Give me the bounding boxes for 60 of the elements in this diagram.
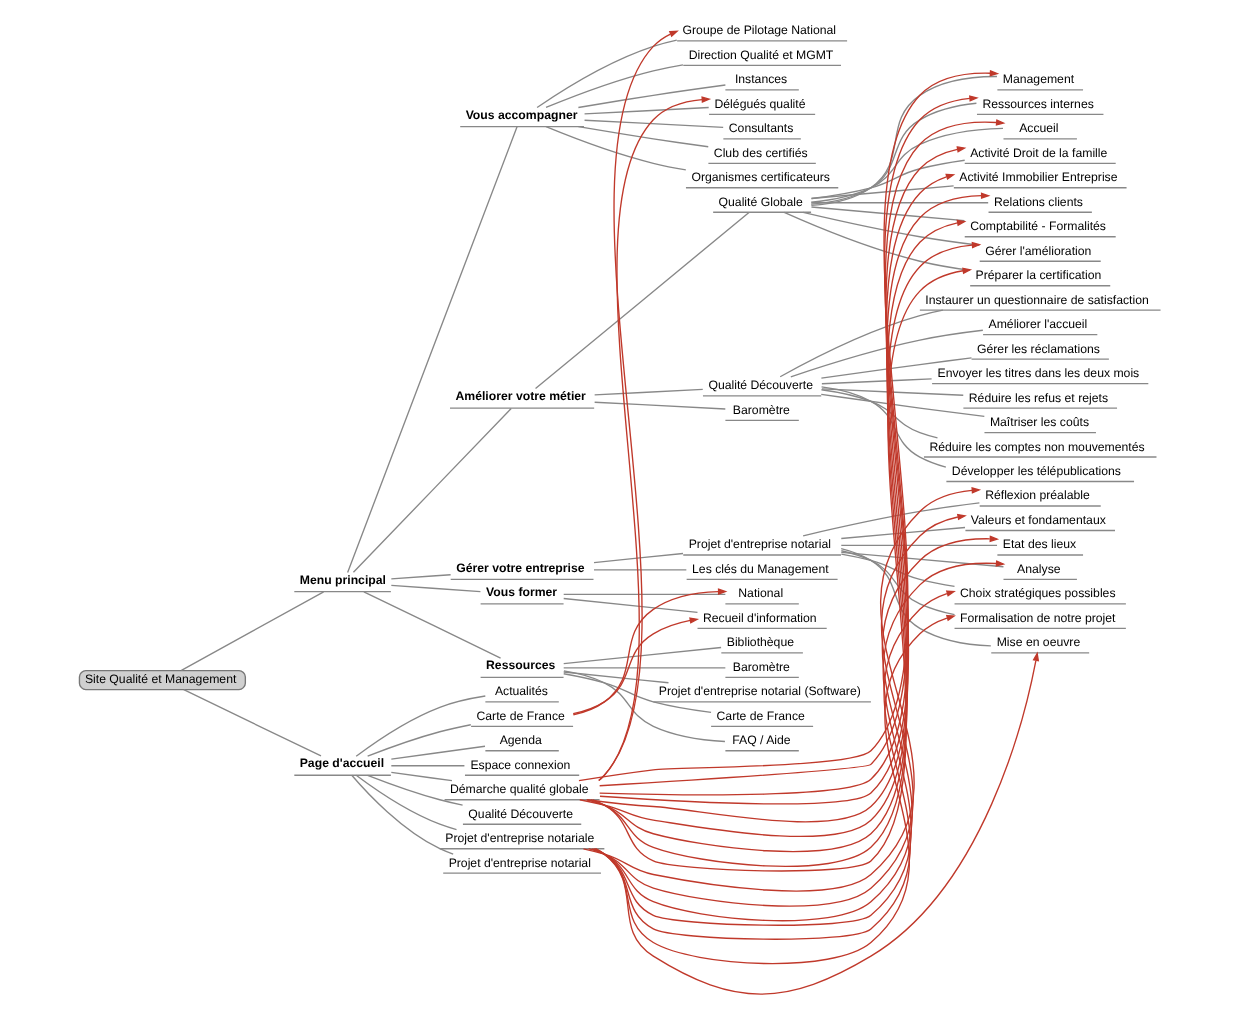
- connector: [390, 584, 482, 593]
- connector: [810, 75, 998, 206]
- connector: [563, 667, 726, 669]
- connector: [820, 357, 973, 379]
- connector: [536, 39, 678, 109]
- connector: [790, 329, 984, 378]
- connector: [545, 126, 687, 171]
- arrow: [595, 651, 1040, 995]
- connector: [593, 569, 687, 571]
- connector: [840, 550, 956, 616]
- connector: [366, 774, 464, 806]
- connector: [810, 202, 989, 204]
- connector: [390, 574, 452, 580]
- connector: [563, 673, 712, 713]
- connector: [390, 765, 466, 767]
- connector: [840, 551, 1005, 568]
- connector: [351, 774, 454, 855]
- connector: [810, 206, 966, 222]
- connector: [577, 84, 727, 109]
- arrow: [598, 96, 712, 782]
- connector: [593, 388, 704, 396]
- connector: [583, 106, 710, 115]
- connector: [783, 211, 971, 271]
- connector: [352, 407, 512, 573]
- connector: [802, 502, 981, 537]
- connector: [821, 388, 964, 396]
- connector: [820, 389, 939, 439]
- connector: [355, 695, 486, 757]
- connector: [593, 552, 684, 564]
- connector: [545, 64, 684, 109]
- connector: [810, 159, 966, 200]
- connector: [563, 671, 670, 684]
- connector: [534, 211, 750, 390]
- connector: [346, 126, 518, 574]
- connector: [810, 127, 1004, 203]
- connector: [563, 670, 726, 743]
- connector: [779, 309, 944, 378]
- connector: [840, 553, 956, 588]
- connector: [390, 771, 453, 782]
- connector: [820, 393, 985, 418]
- connector: [563, 593, 726, 596]
- connector: [840, 547, 992, 647]
- connector: [183, 689, 322, 757]
- connector: [840, 544, 998, 547]
- arrow: [572, 617, 700, 715]
- connector: [390, 745, 486, 760]
- connector: [810, 185, 955, 200]
- connector: [366, 724, 472, 757]
- connector: [180, 591, 325, 671]
- connector: [583, 119, 724, 129]
- connector: [563, 597, 699, 614]
- connector: [355, 774, 458, 831]
- connector: [363, 591, 502, 659]
- connector: [593, 401, 726, 410]
- connector: [821, 378, 933, 385]
- connector: [810, 102, 978, 205]
- connector: [577, 125, 709, 148]
- connector: [840, 526, 966, 540]
- connector: [563, 646, 722, 665]
- arrow: [572, 588, 728, 716]
